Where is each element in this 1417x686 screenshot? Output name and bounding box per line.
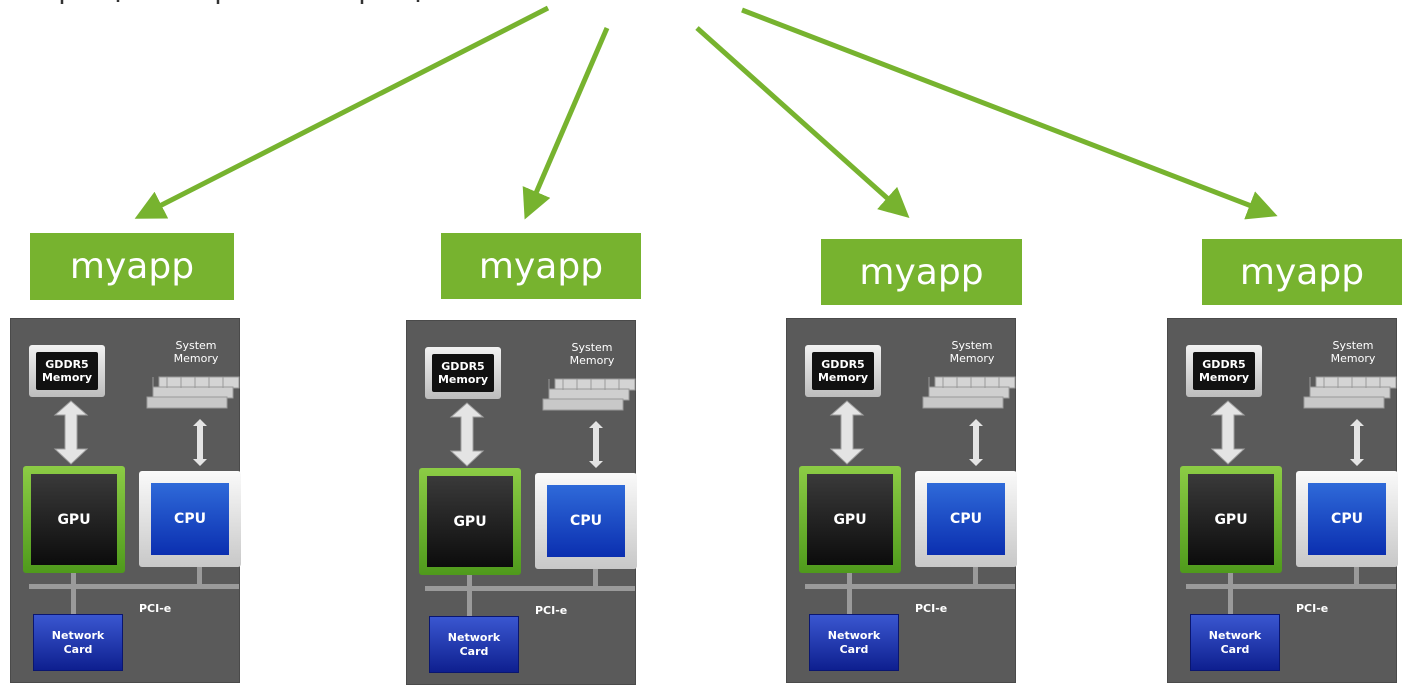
ram-sticks-icon [146,376,240,409]
gddr5-module: GDDR5 Memory [1186,345,1262,397]
gddr5-module: GDDR5 Memory [29,345,105,397]
cpu-chip: CPU [535,473,637,569]
compute-node-4: GDDR5 Memory System Memory GPU CPU PCI-e… [1167,318,1398,683]
cpu-chip: CPU [1296,471,1398,567]
gpu-memory-double-arrow [1210,400,1246,465]
gddr5-label: GDDR5 Memory [432,354,494,392]
network-card: Network Card [33,614,123,671]
pcie-label: PCI-e [139,602,172,615]
gpu-label: GPU [31,474,117,565]
cpu-chip: CPU [139,471,241,567]
myapp-label-4: myapp [1202,239,1402,305]
myapp-label-1: myapp [30,233,234,300]
gpu-chip: GPU [799,466,901,573]
arrow-to-app-3 [695,26,910,218]
compute-node-1: GDDR5 Memory System Memory GPU CPU PCI-e… [10,318,241,683]
myapp-label-3: myapp [821,239,1022,305]
pcie-bus [425,586,635,591]
compute-node-2: GDDR5 Memory System Memory GPU CPU PCI-e… [406,320,637,685]
gpu-memory-double-arrow [829,400,865,465]
cpu-label: CPU [927,483,1005,555]
cpu-memory-double-arrow [589,421,603,468]
gpu-label: GPU [427,476,513,567]
cpu-label: CPU [1308,483,1386,555]
gddr5-module: GDDR5 Memory [805,345,881,397]
cpu-chip: CPU [915,471,1017,567]
ram-sticks-icon [542,378,636,411]
node-connections [805,376,1016,615]
cpu-memory-double-arrow [1350,419,1364,466]
gddr5-label: GDDR5 Memory [1193,352,1255,390]
gddr5-label: GDDR5 Memory [36,352,98,390]
myapp-label-2: myapp [441,233,641,299]
cpu-label: CPU [547,485,625,557]
system-memory-label: System Memory [569,341,615,367]
pcie-label: PCI-e [915,602,948,615]
cpu-label: CPU [151,483,229,555]
ram-sticks-icon [1303,376,1397,409]
cpu-memory-double-arrow [969,419,983,466]
gpu-label: GPU [1188,474,1274,565]
pcie-bus [805,584,1015,589]
network-card: Network Card [1190,614,1280,671]
pcie-bus [29,584,239,589]
ram-sticks-icon [922,376,1016,409]
gpu-memory-double-arrow [53,400,89,465]
node-connections [29,376,240,615]
network-card: Network Card [809,614,899,671]
pcie-label: PCI-e [535,604,568,617]
system-memory-label: System Memory [1330,339,1376,365]
gpu-chip: GPU [23,466,125,573]
node-connections [425,378,636,617]
gddr5-label: GDDR5 Memory [812,352,874,390]
pcie-bus [1186,584,1396,589]
node-connections [1186,376,1397,615]
system-memory-label: System Memory [173,339,219,365]
gpu-chip: GPU [419,468,521,575]
gddr5-module: GDDR5 Memory [425,347,501,399]
compute-node-3: GDDR5 Memory System Memory GPU CPU PCI-e… [786,318,1017,683]
gpu-label: GPU [807,474,893,565]
cpu-memory-double-arrow [193,419,207,466]
arrow-to-app-1 [134,5,550,219]
gpu-memory-double-arrow [449,402,485,467]
arrow-to-app-2 [522,27,610,220]
system-memory-label: System Memory [949,339,995,365]
arrow-to-app-4 [741,7,1278,220]
gpu-chip: GPU [1180,466,1282,573]
pcie-label: PCI-e [1296,602,1329,615]
network-card: Network Card [429,616,519,673]
